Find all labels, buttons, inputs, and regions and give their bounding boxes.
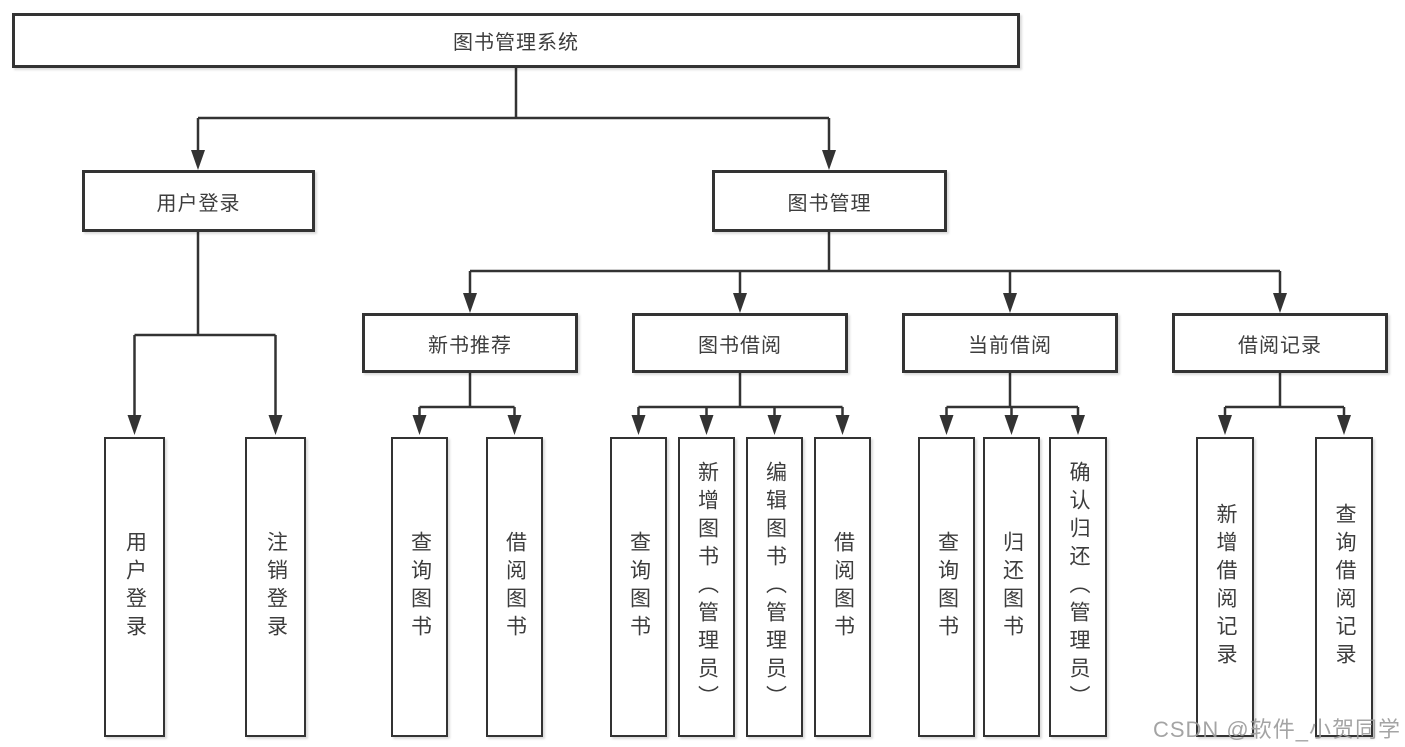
node-label: 查询图书 [935, 531, 959, 643]
leaf-user-login: 用户登录 [104, 437, 165, 737]
node-label: 用户登录 [123, 531, 147, 643]
node-label: 用户登录 [156, 192, 241, 215]
watermark: CSDN @软件_小贺同学 [1152, 717, 1401, 742]
node-borrowing-records: 借阅记录 [1172, 313, 1388, 373]
node-label: 图书管理 [787, 192, 872, 215]
leaf-query-books-current: 查询图书 [918, 437, 975, 737]
node-label: 查询图书 [627, 531, 651, 643]
leaf-confirm-return-admin: 确认归还（管理员） [1049, 437, 1107, 737]
node-label: 编辑图书（管理员） [763, 461, 787, 713]
node-label: 注销登录 [264, 531, 288, 643]
node-label: 图书管理系统 [453, 32, 579, 54]
node-new-book-recommendation: 新书推荐 [362, 313, 578, 373]
leaf-borrow-book-recommend: 借阅图书 [486, 437, 543, 737]
node-label: 图书借阅 [698, 334, 782, 357]
node-label: 当前借阅 [968, 334, 1052, 357]
node-user-login: 用户登录 [82, 170, 315, 232]
node-label: 归还图书 [1000, 531, 1024, 643]
leaf-logout: 注销登录 [245, 437, 306, 737]
leaf-edit-book-admin: 编辑图书（管理员） [746, 437, 803, 737]
node-label: 查询图书 [408, 531, 432, 643]
node-label: 确认归还（管理员） [1067, 461, 1090, 713]
node-book-management: 图书管理 [712, 170, 947, 232]
node-label: 新增借阅记录 [1214, 503, 1237, 671]
leaf-borrow-book: 借阅图书 [814, 437, 871, 737]
node-label: 新书推荐 [428, 334, 512, 357]
leaf-add-borrow-record: 新增借阅记录 [1196, 437, 1254, 737]
node-label: 查询借阅记录 [1333, 503, 1356, 671]
node-label: 新增图书（管理员） [695, 461, 719, 713]
leaf-query-borrow-record: 查询借阅记录 [1315, 437, 1373, 737]
leaf-return-book: 归还图书 [983, 437, 1040, 737]
leaf-query-books-borrow: 查询图书 [610, 437, 667, 737]
node-label: 借阅图书 [503, 531, 527, 643]
node-current-borrowing: 当前借阅 [902, 313, 1118, 373]
leaf-add-book-admin: 新增图书（管理员） [678, 437, 735, 737]
node-label: 借阅图书 [831, 531, 855, 643]
node-library-system: 图书管理系统 [12, 13, 1020, 68]
node-book-borrowing: 图书借阅 [632, 313, 848, 373]
leaf-query-books-recommend: 查询图书 [391, 437, 448, 737]
node-label: 借阅记录 [1238, 334, 1322, 357]
